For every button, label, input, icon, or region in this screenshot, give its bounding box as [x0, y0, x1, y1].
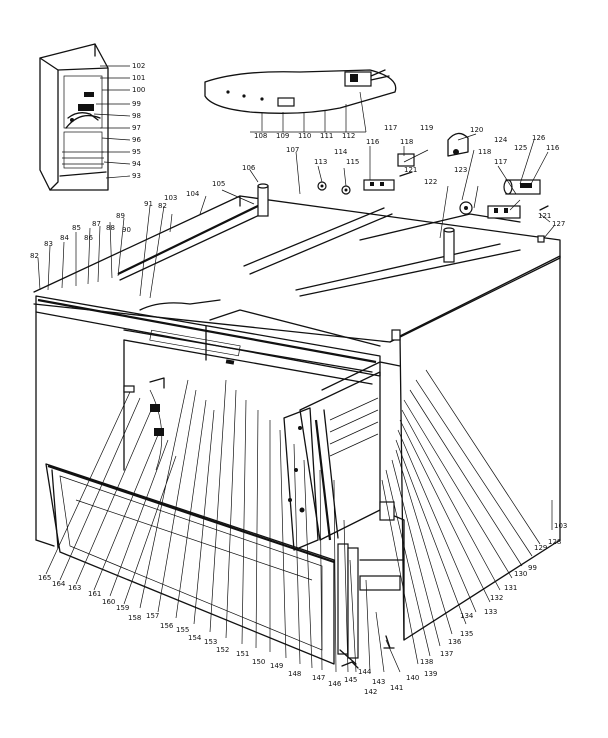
leader-lines	[37, 65, 555, 673]
callout-128: 128	[548, 538, 561, 546]
callout-126: 126	[532, 134, 546, 142]
callout-119: 119	[420, 124, 433, 132]
cabinet-body	[33, 183, 561, 641]
callout-103-right: 103	[554, 522, 567, 530]
callout-141: 141	[390, 684, 403, 692]
callout-154: 154	[188, 634, 202, 642]
callout-104: 104	[186, 190, 200, 198]
callout-86: 86	[84, 234, 93, 242]
callout-150: 150	[252, 658, 265, 666]
callout-147: 147	[312, 674, 325, 682]
callout-161: 161	[88, 590, 101, 598]
callout-158: 158	[128, 614, 141, 622]
callout-105: 105	[212, 180, 225, 188]
callout-106: 106	[242, 164, 256, 172]
callout-90: 90	[122, 226, 131, 234]
callout-97: 97	[132, 124, 141, 132]
callout-151: 151	[236, 650, 249, 658]
callout-99: 99	[132, 100, 141, 108]
callout-111: 111	[320, 132, 333, 140]
callout-130: 130	[514, 570, 527, 578]
callout-157: 157	[146, 612, 159, 620]
hinge-bracket	[283, 407, 359, 665]
callout-118-right: 118	[478, 148, 491, 156]
callout-121-right: 121	[538, 212, 551, 220]
callout-136: 136	[448, 638, 462, 646]
callout-108: 108	[254, 132, 267, 140]
callout-139: 139	[424, 670, 437, 678]
inset-detail-assembly	[39, 43, 109, 191]
callout-164: 164	[52, 580, 66, 588]
callout-116-right: 116	[546, 144, 560, 152]
callout-156: 156	[160, 622, 174, 630]
callout-124: 124	[494, 136, 508, 144]
callout-143: 143	[372, 678, 385, 686]
callout-165: 165	[38, 574, 51, 582]
callout-125: 125	[514, 144, 527, 152]
callout-133: 133	[484, 608, 497, 616]
callout-149: 149	[270, 662, 283, 670]
callout-84: 84	[60, 234, 69, 242]
callout-142: 142	[364, 688, 377, 696]
callout-140: 140	[406, 674, 419, 682]
callout-135: 135	[460, 630, 473, 638]
callout-153: 153	[204, 638, 217, 646]
callout-145: 145	[344, 676, 357, 684]
callout-148: 148	[288, 670, 301, 678]
callout-88: 88	[106, 224, 115, 232]
callout-146: 146	[328, 680, 342, 688]
callout-91: 91	[144, 200, 153, 208]
callout-155: 155	[176, 626, 189, 634]
callout-98: 98	[132, 112, 141, 120]
callout-114: 114	[334, 148, 348, 156]
callout-94: 94	[132, 160, 141, 168]
callout-129: 129	[534, 544, 547, 552]
callout-101: 101	[132, 74, 145, 82]
callout-117-top: 117	[384, 124, 397, 132]
callout-99-bottom: 99	[528, 564, 537, 572]
callout-89: 89	[116, 212, 125, 220]
callout-138: 138	[420, 658, 433, 666]
callout-127: 127	[552, 220, 565, 228]
callout-163: 163	[68, 584, 81, 592]
callout-83: 83	[44, 240, 53, 248]
callout-102: 102	[132, 62, 145, 70]
callout-144: 144	[358, 668, 372, 676]
callout-132: 132	[490, 594, 503, 602]
callout-labels: 102 101 100 99 98 97 96 95 94 93 108 109…	[30, 62, 567, 696]
callout-82-mid: 82	[158, 202, 167, 210]
control-panel-board	[204, 69, 397, 133]
callout-120: 120	[470, 126, 483, 134]
callout-113: 113	[314, 158, 327, 166]
callout-117-right: 117	[494, 158, 507, 166]
callout-160: 160	[102, 598, 115, 606]
callout-123: 123	[454, 166, 467, 174]
callout-100: 100	[132, 86, 145, 94]
callout-131: 131	[504, 584, 517, 592]
callout-118-top: 118	[400, 138, 413, 146]
callout-107: 107	[286, 146, 299, 154]
callout-109: 109	[276, 132, 289, 140]
callout-152: 152	[216, 646, 229, 654]
callout-93: 93	[132, 172, 141, 180]
callout-134: 134	[460, 612, 474, 620]
callout-112: 112	[342, 132, 355, 140]
callout-121-mid: 121	[404, 166, 417, 174]
callout-116-mid: 116	[366, 138, 380, 146]
callout-103-top: 103	[164, 194, 177, 202]
callout-85: 85	[72, 224, 81, 232]
callout-137: 137	[440, 650, 453, 658]
callout-115: 115	[346, 158, 359, 166]
callout-82-left: 82	[30, 252, 39, 260]
callout-95: 95	[132, 148, 141, 156]
callout-87: 87	[92, 220, 101, 228]
callout-122: 122	[424, 178, 437, 186]
callout-110: 110	[298, 132, 311, 140]
callout-159: 159	[116, 604, 129, 612]
callout-96: 96	[132, 136, 141, 144]
